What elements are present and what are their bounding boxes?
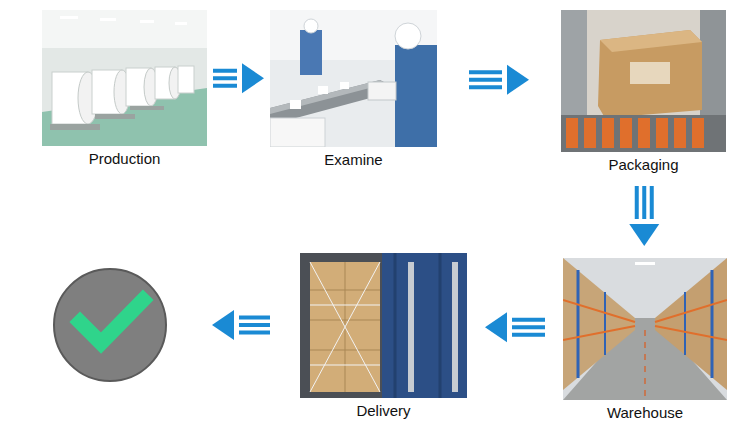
delivery-photo [300, 253, 467, 398]
arrow-head [629, 224, 659, 246]
done-check-part [80, 300, 143, 343]
production-photo-part [50, 124, 100, 130]
step-caption: Packaging [561, 156, 726, 174]
flow-arrow [469, 65, 529, 95]
photo-frame [42, 10, 207, 146]
photo-frame [561, 10, 726, 152]
examine-photo-part [290, 100, 301, 109]
production-photo-part [95, 114, 135, 119]
examine-photo-part [395, 23, 421, 49]
packaging-photo-part [584, 118, 596, 148]
examine-photo-part [270, 118, 325, 147]
delivery-photo-part [310, 365, 380, 366]
packaging-photo-part [561, 10, 726, 152]
packaging-photo-part [674, 118, 686, 148]
packaging-photo-part [602, 118, 614, 148]
process-step: Packaging [561, 10, 726, 174]
production-photo-part [130, 106, 164, 110]
delivery-photo-part [310, 305, 380, 306]
arrow-bars [469, 72, 502, 87]
packaging-photo-part [656, 118, 668, 148]
examine-photo-part [340, 82, 349, 89]
flow-arrow-part [239, 316, 270, 320]
photo-frame [300, 253, 467, 398]
warehouse-photo [563, 258, 727, 400]
arrow-bars [637, 186, 652, 219]
delivery-photo-part [394, 253, 397, 398]
photo-frame [563, 258, 727, 400]
examine-photo-part [395, 45, 437, 147]
warehouse-photo-part [577, 270, 580, 378]
warehouse-photo-part [684, 292, 686, 355]
arrow-head [507, 65, 529, 95]
packaging-photo-part [561, 115, 726, 152]
step-caption: Examine [270, 151, 437, 169]
packaging-photo-part [566, 118, 578, 148]
warehouse-photo-part [563, 258, 727, 400]
flow-arrow-part [239, 323, 270, 327]
warehouse-photo-part [644, 330, 646, 400]
examine-photo [270, 10, 437, 147]
packaging-photo-part [692, 118, 704, 148]
arrow-bars [512, 320, 545, 335]
delivery-photo-part [300, 253, 467, 398]
examine-photo-part [368, 82, 396, 100]
delivery-photo-part [310, 262, 380, 392]
production-photo [42, 10, 207, 146]
examine-photo-part [270, 10, 437, 147]
warehouse-photo-part [655, 326, 727, 340]
step-caption: Production [42, 150, 207, 168]
packaging-photo-part [620, 118, 632, 148]
examine-photo-part [300, 30, 322, 75]
production-photo-part [175, 22, 187, 25]
warehouse-photo-part [563, 300, 635, 322]
production-photo-part [100, 18, 116, 21]
packaging-photo-part [598, 30, 702, 118]
packaging-photo-part [630, 62, 670, 84]
done-check [54, 269, 166, 381]
done-check-part [54, 269, 166, 381]
production-photo-part [140, 20, 154, 23]
packaging-photo [561, 10, 726, 152]
process-step: Warehouse [563, 258, 727, 422]
flow-arrow [212, 310, 270, 340]
production-photo-part [178, 66, 194, 93]
warehouse-photo-part [635, 262, 655, 265]
delivery-photo-part [382, 253, 467, 398]
flow-arrow [485, 312, 545, 342]
arrow-head [485, 312, 507, 342]
examine-photo-part [318, 86, 328, 94]
process-step: Production [42, 10, 207, 168]
production-photo-part [42, 10, 207, 146]
warehouse-photo-part [655, 258, 727, 390]
process-step: Examine [270, 10, 437, 169]
step-caption: Warehouse [563, 404, 727, 422]
delivery-photo-part [439, 253, 442, 398]
packaging-photo-part [600, 30, 702, 52]
delivery-photo-part [310, 262, 380, 392]
flow-arrow-part [239, 331, 270, 335]
warehouse-photo-part [655, 300, 727, 322]
warehouse-photo-part [711, 270, 714, 378]
process-step: Delivery [300, 253, 467, 420]
production-photo-part [60, 16, 78, 19]
flow-arrow-part [212, 310, 234, 340]
packaging-photo-part [638, 118, 650, 148]
photo-frame [270, 10, 437, 147]
examine-photo-part [304, 19, 318, 33]
warehouse-photo-part [604, 292, 606, 355]
flow-arrow [629, 186, 659, 246]
arrow-head [242, 63, 264, 93]
delivery-photo-part [452, 262, 458, 392]
production-photo-part [42, 10, 207, 48]
arrow-bars [213, 71, 237, 86]
delivery-photo-part [310, 262, 380, 392]
delivery-photo-part [408, 262, 414, 392]
step-caption: Delivery [300, 402, 467, 420]
flow-arrow [213, 63, 264, 93]
warehouse-photo-part [563, 258, 635, 390]
warehouse-photo-part [563, 326, 635, 340]
